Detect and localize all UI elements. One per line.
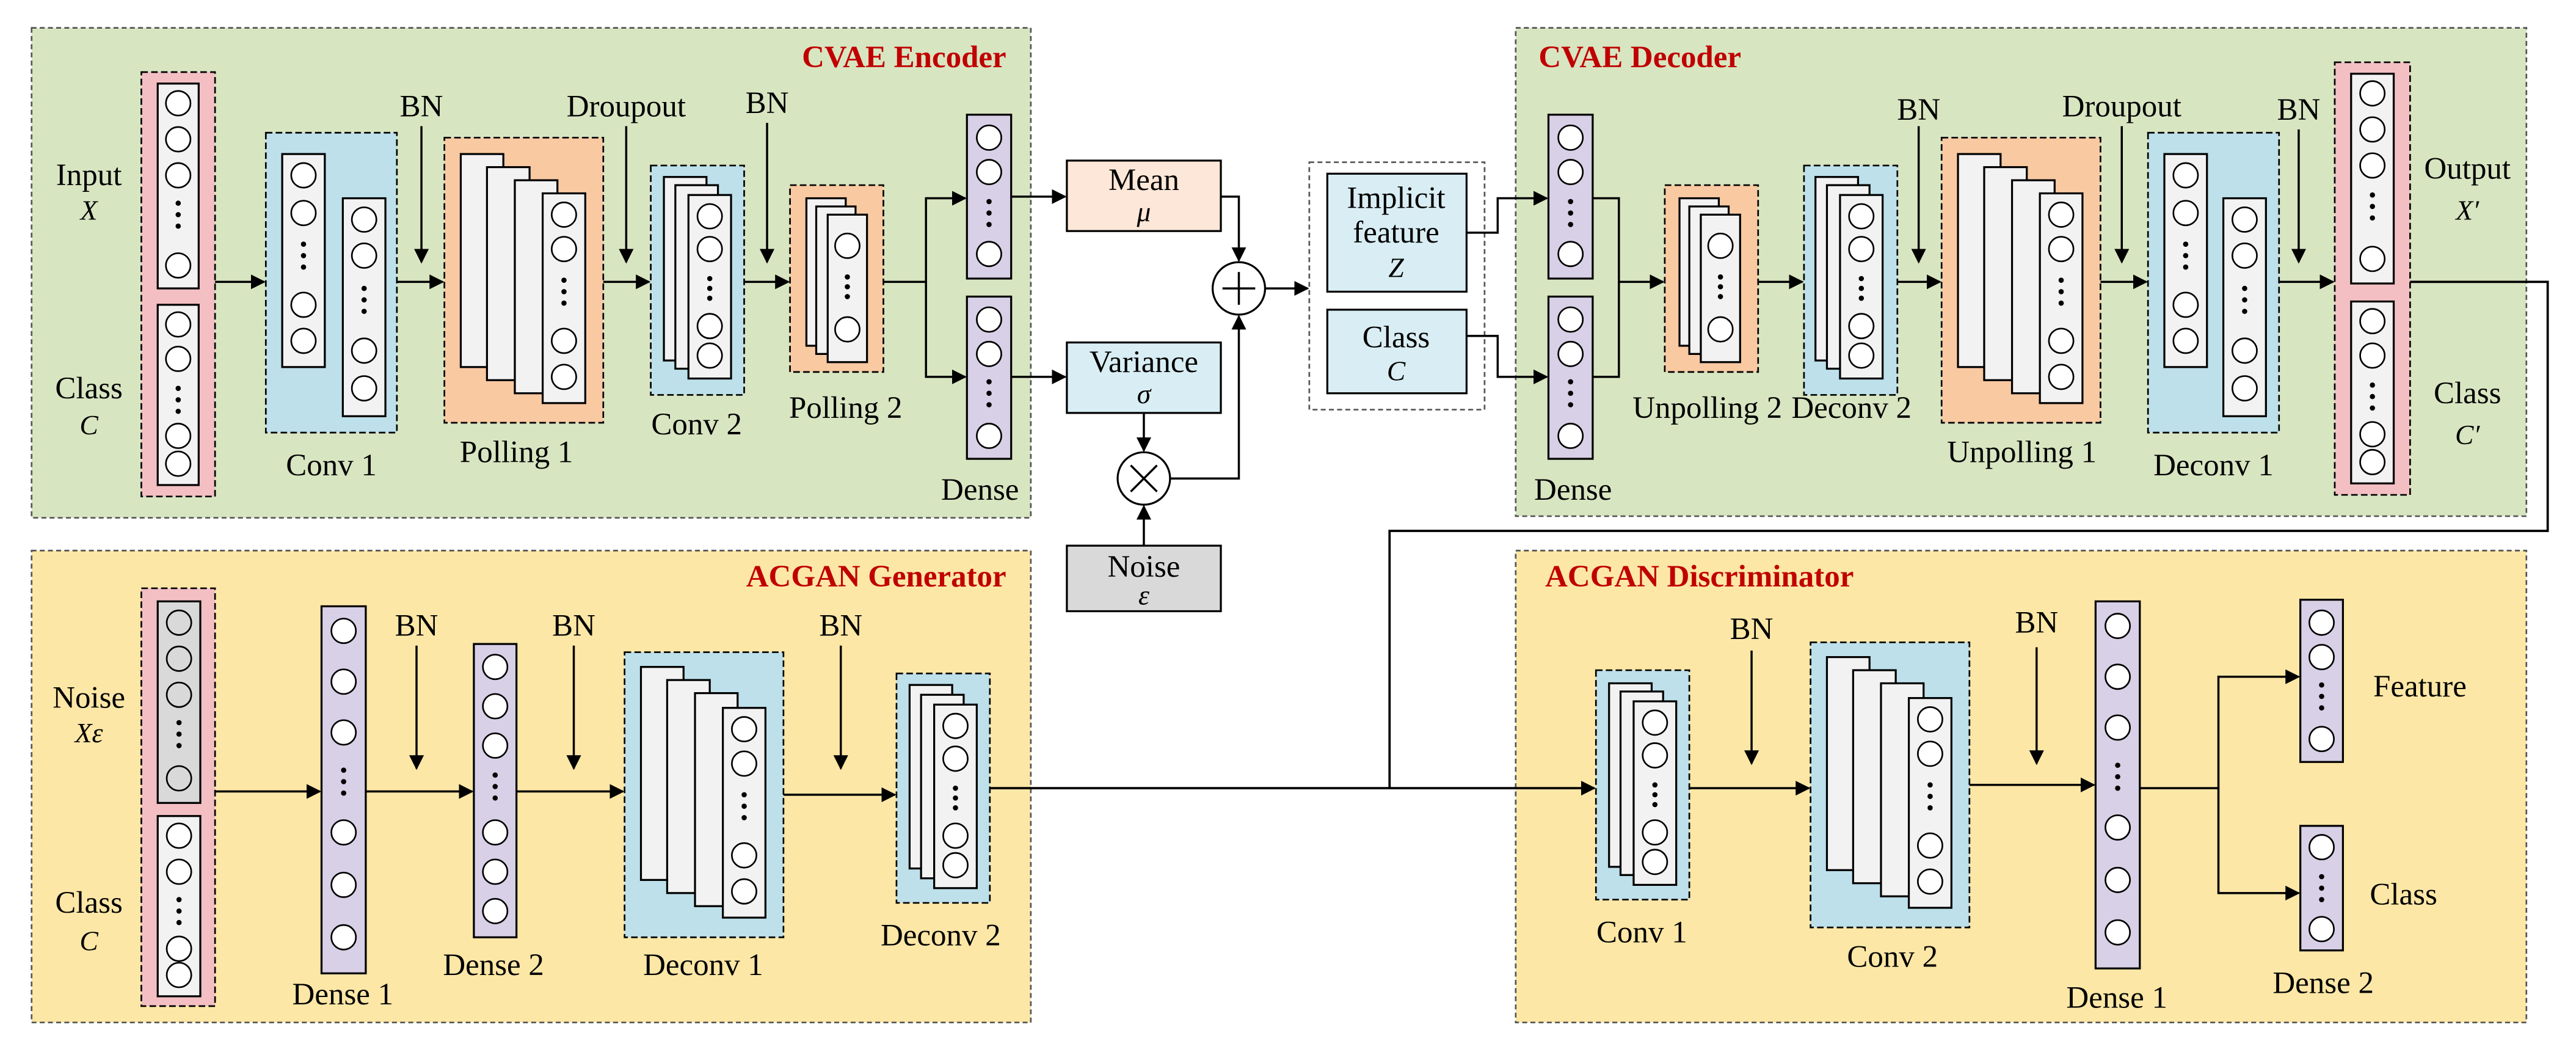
encoder-pool2-label: Polling 2 <box>789 391 902 425</box>
decoder-dense-block <box>1547 114 1594 460</box>
generator-class-label: Class <box>55 886 122 920</box>
decoder-bn1-label: BN <box>1897 93 1940 127</box>
mean-symbol: μ <box>1137 196 1151 227</box>
encoder-bn1-label: BN <box>400 89 443 123</box>
decoder-class-label: Class <box>2434 376 2501 411</box>
generator-deconv2-block <box>895 673 991 904</box>
discriminator-dense1-block <box>2094 600 2141 970</box>
generator-deconv1-block <box>624 651 785 938</box>
variance-symbol: σ <box>1137 378 1152 409</box>
generator-dense2-block <box>473 643 518 938</box>
encoder-pool1-label: Polling 1 <box>460 435 573 469</box>
discriminator-class-label: Class <box>2370 878 2437 912</box>
decoder-deconv2-label: Deconv 2 <box>1791 391 1912 425</box>
generator-deconv2-label: Deconv 2 <box>881 919 1001 953</box>
encoder-bn2-label: BN <box>746 86 789 120</box>
decoder-connectors <box>1466 126 2335 384</box>
decoder-deconv1-block <box>2147 131 2280 434</box>
discriminator-feature-label: Feature <box>2373 670 2467 704</box>
discriminator-bn2-label: BN <box>2015 605 2058 640</box>
encoder-pool2-block <box>789 184 884 373</box>
discriminator-connectors <box>1689 647 2301 900</box>
encoder-input-column <box>140 71 216 498</box>
discriminator-dense1-label: Dense 1 <box>2066 981 2167 1015</box>
generator-bn1-label: BN <box>395 609 438 643</box>
encoder-conv1-label: Conv 1 <box>286 448 377 483</box>
discriminator-conv1-label: Conv 1 <box>1596 915 1687 949</box>
generator-noise-label: Noise <box>53 681 125 715</box>
mean-label: Mean <box>1108 163 1179 197</box>
generator-noise-symbol: Xε <box>74 717 103 748</box>
neuron-column <box>156 304 200 486</box>
latent-connectors <box>1011 189 1309 546</box>
encoder-conv2-block <box>650 164 745 396</box>
decoder-output-symbol: X′ <box>2454 194 2480 225</box>
decoder-deconv1-label: Deconv 1 <box>2153 448 2274 483</box>
encoder-connectors <box>215 123 967 384</box>
encoder-class-symbol: C <box>79 409 98 440</box>
decoder-output-label: Output <box>2424 152 2511 186</box>
generator-bn3-label: BN <box>819 609 862 643</box>
encoder-conv1-block <box>264 131 398 434</box>
generator-input-column <box>140 587 216 1007</box>
discriminator-conv2-block <box>1810 641 1971 929</box>
decoder-output-column <box>2334 61 2411 496</box>
noise-label: Noise <box>1108 550 1181 584</box>
generator-dense1-block <box>320 605 367 974</box>
acgan-generator-title: ACGAN Generator <box>746 560 1006 594</box>
noise-symbol: ε <box>1138 580 1149 611</box>
cross-connectors <box>989 280 2549 796</box>
encoder-class-label: Class <box>55 371 122 406</box>
multiply-operator-icon <box>1116 451 1171 506</box>
implicit-feature-line1: Implicit <box>1347 181 1445 216</box>
decoder-unpool2-block <box>1664 184 1759 373</box>
decoder-dense-label: Dense <box>1534 473 1612 507</box>
latent-group: Implicit feature Z Class C <box>1308 161 1486 411</box>
decoder-unpool2-label: Unpolling 2 <box>1632 391 1782 425</box>
acgan-discriminator-title: ACGAN Discriminator <box>1545 560 1854 594</box>
decoder-unpool1-label: Unpolling 1 <box>1947 435 2097 469</box>
discriminator-conv1-block <box>1595 669 1690 900</box>
neuron-column <box>156 82 200 290</box>
generator-dense2-label: Dense 2 <box>443 948 544 982</box>
mean-box: Mean μ <box>1066 159 1222 232</box>
sum-operator-icon <box>1212 261 1267 316</box>
encoder-dense-label: Dense <box>941 473 1019 507</box>
latent-class-label: Class <box>1363 321 1430 355</box>
variance-label: Variance <box>1090 345 1198 379</box>
decoder-bn2-label: BN <box>2277 93 2321 127</box>
encoder-input-symbol: X <box>79 194 99 225</box>
discriminator-class-block <box>2299 825 2344 952</box>
noise-box: Noise ε <box>1066 544 1222 613</box>
implicit-feature-line2: feature <box>1353 216 1439 250</box>
decoder-dropout-label: Droupout <box>2062 89 2181 123</box>
cvae-encoder-title: CVAE Encoder <box>802 40 1006 75</box>
generator-connectors <box>215 645 897 802</box>
encoder-pool1-block <box>443 136 605 424</box>
cvae-decoder-title: CVAE Decoder <box>1538 40 1741 75</box>
latent-class-symbol: C <box>1387 355 1406 386</box>
decoder-unpool1-block <box>1940 136 2101 424</box>
encoder-input-label: Input <box>56 158 122 192</box>
discriminator-conv2-label: Conv 2 <box>1847 940 1938 974</box>
generator-deconv1-label: Deconv 1 <box>643 948 763 982</box>
encoder-dropout-label: Droupout <box>567 89 686 123</box>
generator-class-symbol: C <box>79 926 98 957</box>
generator-dense1-label: Dense 1 <box>293 977 394 1012</box>
variance-box: Variance σ <box>1066 341 1222 414</box>
generator-bn2-label: BN <box>552 609 595 643</box>
discriminator-feature-block <box>2299 599 2344 763</box>
discriminator-bn1-label: BN <box>1730 612 1774 646</box>
discriminator-dense2-label: Dense 2 <box>2272 966 2374 1000</box>
decoder-class-symbol: C′ <box>2455 419 2480 450</box>
implicit-feature-symbol: Z <box>1388 252 1404 283</box>
decoder-deconv2-block <box>1803 164 1899 396</box>
encoder-dense-block <box>966 114 1013 460</box>
encoder-conv2-label: Conv 2 <box>651 407 742 442</box>
